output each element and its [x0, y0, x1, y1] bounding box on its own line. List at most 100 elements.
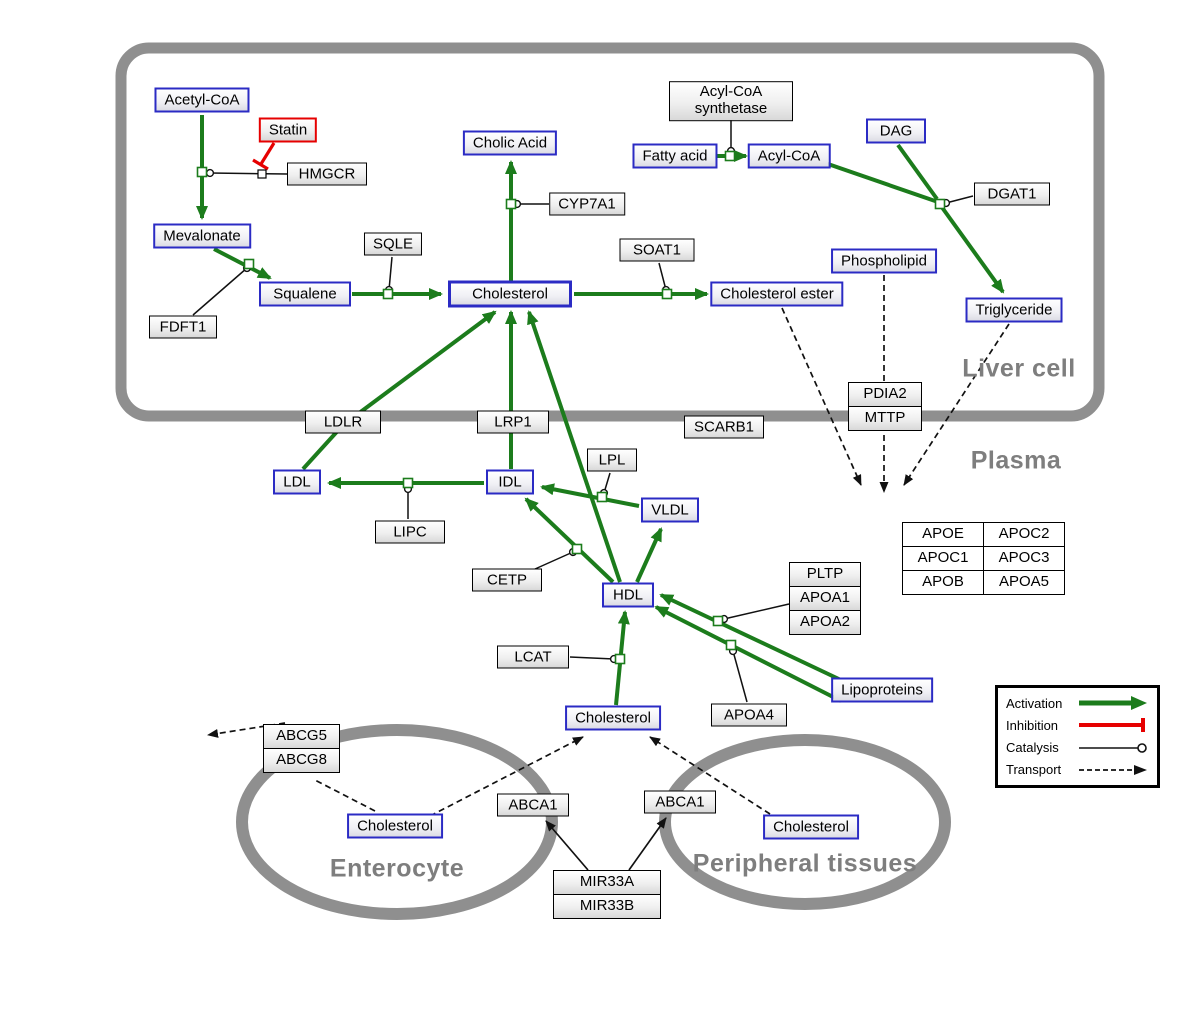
hmgcr-anchor-square [257, 169, 267, 179]
node-hdl[interactable]: HDL [602, 582, 654, 608]
inhibition-edges [252, 142, 276, 171]
node-apoa1[interactable]: APOA1 [789, 586, 861, 611]
transport-cholesterol-abcg [312, 778, 376, 812]
inhibition-tbar-icon [1079, 718, 1145, 733]
node-pdia2[interactable]: PDIA2 [848, 382, 922, 407]
node-lipoproteins[interactable]: Lipoproteins [831, 677, 933, 703]
node-dgat1[interactable]: DGAT1 [974, 182, 1050, 206]
edge-ldl-ldlr-cholesterol [301, 310, 497, 471]
group-mir33: MIR33A MIR33B [553, 870, 661, 919]
node-mevalonate[interactable]: Mevalonate [153, 223, 251, 249]
node-pltp[interactable]: PLTP [789, 562, 861, 587]
node-idl[interactable]: IDL [486, 469, 534, 495]
node-statin[interactable]: Statin [258, 117, 318, 143]
node-abca1-left[interactable]: ABCA1 [497, 793, 569, 817]
legend: Activation Inhibition Catalysis Transpor… [995, 685, 1160, 788]
catalysis-apoa4 [728, 646, 748, 703]
edge-lipoproteins-hdl-lower [654, 605, 842, 703]
activation-arrow-icon [1079, 696, 1147, 711]
node-sqle[interactable]: SQLE [363, 232, 423, 256]
catalysis-lcat [569, 654, 619, 664]
node-abca1-right[interactable]: ABCA1 [644, 790, 716, 814]
node-abcg8[interactable]: ABCG8 [263, 748, 340, 773]
apolipoprotein-table: APOE APOC2 APOC1 APOC3 APOB APOA5 [902, 522, 1065, 595]
node-lcat[interactable]: LCAT [497, 645, 569, 669]
catalysis-lpl [599, 472, 611, 498]
node-cholesterol-ester[interactable]: Cholesterol ester [710, 281, 844, 307]
transport-cholesterolester-plasma [781, 307, 862, 486]
node-acyl-coa-synthetase[interactable]: Acyl-CoA synthetase [669, 81, 793, 121]
node-dag[interactable]: DAG [866, 118, 926, 144]
apo-cell[interactable]: APOB [902, 570, 984, 595]
node-vldl[interactable]: VLDL [641, 497, 699, 523]
edge-vldl-idl [540, 483, 640, 508]
node-hmgcr[interactable]: HMGCR [287, 162, 367, 186]
node-cholic-acid[interactable]: Cholic Acid [462, 130, 558, 156]
mir33-abca1-right [628, 817, 667, 871]
node-cholesterol-liver[interactable]: Cholesterol [448, 280, 572, 308]
node-apoa4[interactable]: APOA4 [711, 703, 787, 727]
inhibition-statin-line [259, 142, 276, 165]
node-fatty-acid[interactable]: Fatty acid [632, 143, 718, 169]
node-lipc[interactable]: LIPC [375, 520, 445, 544]
catalysis-dgat1 [941, 195, 974, 208]
catalysis-cetp [534, 547, 578, 570]
catalysis-circle-icon [1079, 742, 1147, 753]
node-cholesterol-peripheral[interactable]: Cholesterol [763, 814, 859, 840]
node-mir33a[interactable]: MIR33A [553, 870, 661, 895]
edge-junction-triglyceride [939, 204, 1005, 294]
transport-triglyceride-plasma [903, 323, 1010, 486]
edge-hdl-idl-cetp [524, 497, 615, 584]
activation-edges [196, 115, 1005, 706]
edge-dag-junction [896, 143, 939, 201]
edge-lipoproteins-hdl-upper [659, 593, 844, 683]
catalysis-pltp-apoa [719, 603, 790, 624]
plasma-label: Plasma [970, 446, 1062, 475]
liver-cell-outline [115, 42, 1105, 422]
node-scarb1[interactable]: SCARB1 [684, 415, 764, 439]
catalysis-edges [192, 117, 974, 703]
apo-cell[interactable]: APOC2 [983, 522, 1065, 547]
liver-cell-label: Liver cell [962, 354, 1076, 383]
node-mir33b[interactable]: MIR33B [553, 894, 661, 919]
edge-mevalonate-squalene [213, 247, 272, 280]
mir33-edges [545, 817, 667, 871]
legend-activation-label: Activation [1006, 695, 1063, 711]
node-abcg5[interactable]: ABCG5 [263, 724, 340, 749]
node-cholesterol-plasma[interactable]: Cholesterol [565, 705, 661, 731]
node-cholesterol-enterocyte[interactable]: Cholesterol [347, 813, 443, 839]
transport-peripheral-cholesterol-plasma [649, 736, 771, 815]
node-triglyceride[interactable]: Triglyceride [965, 297, 1063, 323]
node-squalene[interactable]: Squalene [259, 281, 351, 307]
apo-cell[interactable]: APOC3 [983, 546, 1065, 571]
legend-row-activation: Activation [1006, 695, 1149, 711]
node-phospholipid[interactable]: Phospholipid [831, 248, 937, 274]
node-acetyl-coa[interactable]: Acetyl-CoA [154, 87, 250, 113]
catalysis-sqle [384, 256, 394, 295]
legend-transport-label: Transport [1006, 762, 1062, 778]
node-mttp[interactable]: MTTP [848, 406, 922, 431]
node-apoa2[interactable]: APOA2 [789, 610, 861, 635]
node-acyl-coa[interactable]: Acyl-CoA [747, 143, 831, 169]
edge-hdl-vldl [635, 527, 663, 583]
node-fdft1[interactable]: FDFT1 [149, 315, 217, 339]
node-cetp[interactable]: CETP [472, 568, 542, 592]
group-abcg5-abcg8: ABCG5 ABCG8 [263, 724, 340, 773]
group-pltp-apoa: PLTP APOA1 APOA2 [789, 562, 861, 635]
transport-dashed-arrow-icon [1079, 764, 1147, 775]
apo-cell[interactable]: APOA5 [983, 570, 1065, 595]
reaction-anchors [196, 150, 946, 665]
node-lpl[interactable]: LPL [587, 448, 637, 472]
apo-cell[interactable]: APOC1 [902, 546, 984, 571]
legend-row-inhibition: Inhibition [1006, 717, 1149, 733]
node-cyp7a1[interactable]: CYP7A1 [549, 192, 625, 216]
node-ldl[interactable]: LDL [273, 469, 321, 495]
node-ldlr[interactable]: LDLR [305, 410, 381, 434]
node-lrp1[interactable]: LRP1 [477, 410, 549, 434]
compartment-outlines [115, 42, 1105, 920]
apo-cell[interactable]: APOE [902, 522, 984, 547]
node-soat1[interactable]: SOAT1 [619, 238, 695, 262]
catalysis-soat1 [658, 262, 671, 295]
